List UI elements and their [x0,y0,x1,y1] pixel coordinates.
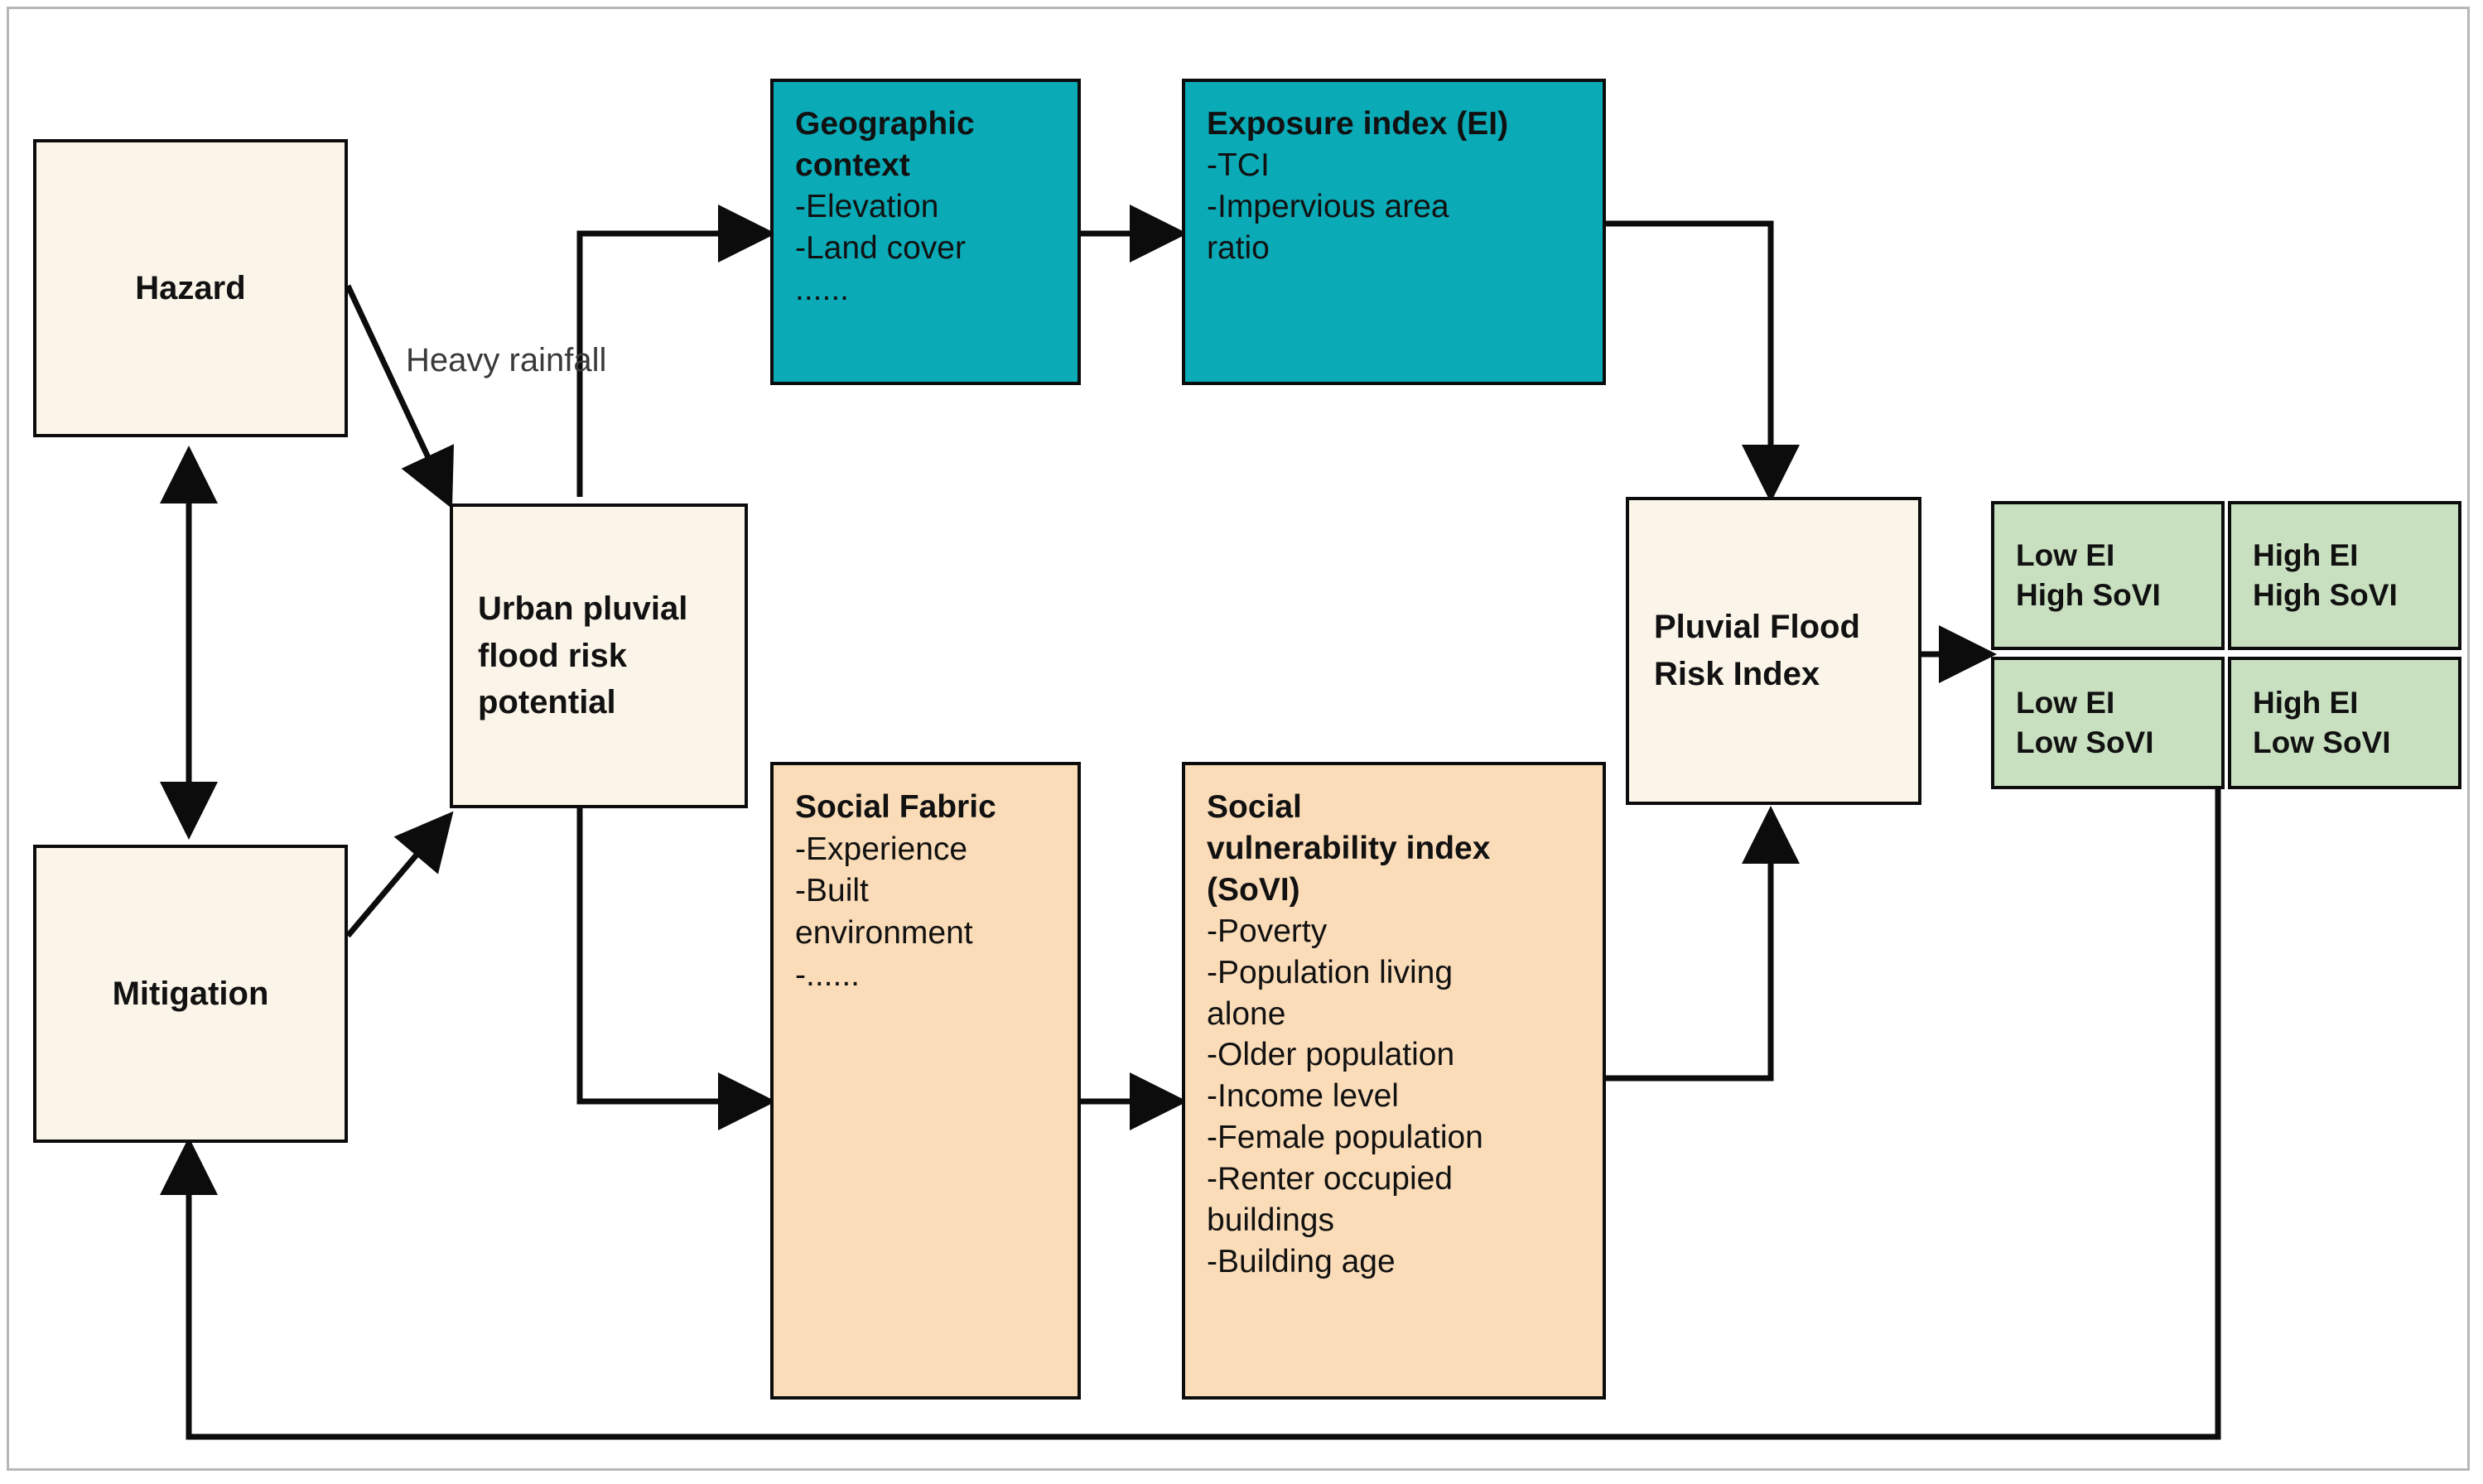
node-sovi-title-line1: Social [1207,789,1302,825]
matrix-cell-low-ei-high-sovi-line1: Low EI [2016,537,2115,572]
node-social-vulnerability-index[interactable]: Social vulnerability index (SoVI) -Pover… [1182,762,1606,1400]
node-exposure-index-item-2: ratio [1207,229,1270,266]
node-urban-pluvial-flood-risk-potential[interactable]: Urban pluvial flood risk potential [450,504,748,808]
node-sovi-title-line2: vulnerability index [1207,830,1491,866]
node-sovi-item-7: buildings [1207,1202,1334,1239]
edge-label-heavy-rainfall: Heavy rainfall [406,341,606,380]
matrix-cell-high-ei-high-sovi[interactable]: High EI High SoVI [2228,501,2461,650]
node-geographic-context-title-line2: context [795,147,910,183]
node-hazard[interactable]: Hazard [33,139,348,437]
node-exposure-index[interactable]: Exposure index (EI) -TCI -Impervious are… [1182,79,1606,385]
node-sovi-item-8: -Building age [1207,1243,1396,1279]
matrix-cell-low-ei-high-sovi-line2: High SoVI [2016,578,2161,612]
node-pluvial-risk-line1: Pluvial Flood [1654,609,1860,646]
node-sovi-item-2: alone [1207,995,1286,1032]
node-exposure-index-title: Exposure index (EI) [1207,106,1509,142]
node-sovi-item-0: -Poverty [1207,913,1328,949]
node-social-fabric-item-1: -Built [795,873,869,909]
matrix-cell-low-ei-low-sovi[interactable]: Low EI Low SoVI [1991,657,2225,789]
matrix-cell-low-ei-high-sovi[interactable]: Low EI High SoVI [1991,501,2225,650]
node-social-fabric[interactable]: Social Fabric -Experience -Built environ… [770,762,1081,1400]
node-pluvial-flood-risk-index[interactable]: Pluvial Flood Risk Index [1626,497,1921,805]
node-sovi-item-5: -Female population [1207,1120,1483,1156]
node-urban-potential-line3: potential [478,684,616,721]
node-urban-potential-line2: flood risk [478,637,628,674]
node-social-fabric-item-0: -Experience [795,831,968,867]
node-sovi-item-4: -Income level [1207,1078,1399,1115]
node-sovi-item-6: -Renter occupied [1207,1161,1453,1197]
node-exposure-index-item-1: -Impervious area [1207,188,1449,224]
matrix-cell-high-ei-high-sovi-line1: High EI [2253,537,2359,572]
node-geographic-context-title-line1: Geographic [795,106,975,142]
node-geographic-context-item-2: ...... [795,271,850,307]
node-geographic-context[interactable]: Geographic context -Elevation -Land cove… [770,79,1081,385]
matrix-cell-high-ei-low-sovi[interactable]: High EI Low SoVI [2228,657,2461,789]
matrix-cell-high-ei-high-sovi-line2: High SoVI [2253,578,2398,612]
node-mitigation-label: Mitigation [112,975,269,1012]
matrix-cell-high-ei-low-sovi-line1: High EI [2253,685,2359,720]
node-pluvial-risk-line2: Risk Index [1654,656,1820,692]
node-sovi-item-1: -Population living [1207,954,1454,990]
edge-label-heavy-rainfall-line2: rainfall [509,342,607,378]
node-geographic-context-item-1: -Land cover [795,229,966,266]
node-hazard-label: Hazard [135,269,246,306]
edge-label-heavy-rainfall-line1: Heavy [406,342,500,378]
node-urban-potential-line1: Urban pluvial [478,590,688,627]
node-social-fabric-title: Social Fabric [795,789,996,825]
node-geographic-context-item-0: -Elevation [795,188,939,224]
node-sovi-title-line3: (SoVI) [1207,871,1300,908]
node-sovi-item-3: -Older population [1207,1037,1455,1073]
matrix-cell-low-ei-low-sovi-line2: Low SoVI [2016,725,2154,759]
matrix-cell-high-ei-low-sovi-line2: Low SoVI [2253,725,2391,759]
node-mitigation[interactable]: Mitigation [33,845,348,1143]
node-social-fabric-item-2: environment [795,915,973,952]
matrix-cell-low-ei-low-sovi-line1: Low EI [2016,685,2115,720]
node-social-fabric-item-3: -...... [795,956,860,993]
node-exposure-index-item-0: -TCI [1207,147,1270,183]
diagram-border-frame [7,7,2470,1471]
